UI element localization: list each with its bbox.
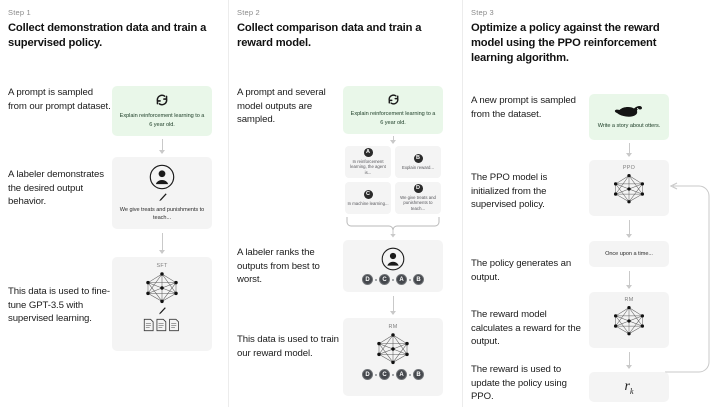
rank-badge-4: B	[413, 274, 424, 285]
output-badge-b: B	[413, 153, 423, 163]
rank-separator	[392, 278, 394, 281]
step-2-title: Collect comparison data and train a rewa…	[237, 22, 422, 49]
output-text-c: In machine learning...	[347, 200, 389, 206]
step-1-desc-2: A labeler demonstrates the desired outpu…	[8, 169, 104, 208]
step-2-ranking-row: D C A B	[362, 274, 424, 285]
rank-badge-3: A	[396, 274, 407, 285]
step-2-rm-card: RM	[343, 318, 443, 396]
person-icon	[149, 164, 175, 190]
brace-collector-icon	[344, 216, 442, 238]
step-3-desc-3: The policy generates an output.	[471, 258, 572, 283]
rank-badge-1: D	[362, 274, 373, 285]
arrow-down	[626, 220, 632, 238]
step-2-desc-2: A labeler ranks the outputs from best to…	[237, 247, 320, 286]
step-3-desc-2: The PPO model is initialized from the su…	[471, 172, 548, 211]
documents-icon	[143, 318, 181, 332]
arrow-down	[626, 143, 632, 157]
step-1-column: Step 1 Collect demonstration data and tr…	[0, 0, 228, 407]
step-3-column: Step 3 Optimize a policy against the rew…	[462, 0, 720, 407]
step-3-reward-card: rk	[589, 372, 669, 402]
step-1-desc-1: A prompt is sampled from our prompt data…	[8, 87, 111, 112]
step-3-desc-4: The reward model calculates a reward for…	[471, 309, 581, 348]
rank-separator	[409, 278, 411, 281]
rank-separator	[409, 373, 411, 376]
step-3-output-text: Once upon a time...	[605, 250, 653, 257]
step-2-prompt-card: Explain reinforcement learning to a 6 ye…	[343, 86, 443, 134]
pencil-icon	[157, 192, 168, 203]
step-3-output-card: Once upon a time...	[589, 241, 669, 267]
step-3-desc-5: The reward is used to update the policy …	[471, 364, 567, 403]
rank-separator	[375, 278, 377, 281]
step-3-desc-1: A new prompt is sampled from the dataset…	[471, 95, 576, 120]
neural-network-icon	[608, 305, 650, 337]
otter-icon	[614, 103, 644, 118]
step-2-prompt-text: Explain reinforcement learning to a 6 ye…	[350, 111, 436, 126]
step-2-outputs-grid: A In reinforcement learning, the agent i…	[345, 146, 441, 214]
step-3-title: Optimize a policy against the reward mod…	[471, 22, 660, 64]
rank-separator	[392, 373, 394, 376]
output-card-a: A In reinforcement learning, the agent i…	[345, 146, 391, 178]
step-3-rm-card: RM	[589, 292, 669, 348]
output-badge-a: A	[363, 148, 373, 157]
step-2-desc-3: This data is used to train our reward mo…	[237, 334, 339, 359]
rm-rank-badge-4: B	[413, 369, 424, 380]
rm-rank-badge-1: D	[362, 369, 373, 380]
neural-network-icon	[608, 173, 650, 205]
reward-symbol: rk	[624, 379, 633, 396]
step-3-prompt-text: Write a story about otters.	[597, 123, 661, 130]
sft-tag: SFT	[156, 263, 168, 269]
rank-badge-2: C	[379, 274, 390, 285]
step-2-column: Step 2 Collect comparison data and train…	[228, 0, 462, 407]
step-2-rm-ranking-row: D C A B	[362, 369, 424, 380]
arrow-down	[626, 352, 632, 369]
step-2-desc-1: A prompt and several model outputs are s…	[237, 87, 326, 126]
step-1-title: Collect demonstration data and train a s…	[8, 22, 207, 49]
step-1-desc-3: This data is used to fine-tune GPT-3.5 w…	[8, 286, 110, 325]
cycle-arrows-icon	[387, 93, 400, 106]
output-badge-d: D	[413, 184, 423, 193]
arrow-down	[159, 233, 165, 254]
step-1-prompt-text: Explain reinforcement learning to a 6 ye…	[119, 113, 205, 128]
step-3-label: Step 3	[471, 8, 494, 17]
arrow-down	[626, 271, 632, 289]
rm-rank-badge-3: A	[396, 369, 407, 380]
rm-tag: RM	[388, 324, 398, 330]
reward-symbol-base: r	[624, 378, 630, 394]
neural-network-icon	[371, 332, 415, 366]
step-1-labeler-text: We give treats and punishments to teach.…	[119, 206, 205, 221]
reward-symbol-subscript: k	[629, 386, 634, 396]
step-3-prompt-card: Write a story about otters.	[589, 94, 669, 140]
rm-rank-badge-2: C	[379, 369, 390, 380]
arrow-down	[159, 139, 165, 154]
step-2-ranker-card: D C A B	[343, 240, 443, 292]
step-1-sft-card: SFT	[112, 257, 212, 351]
rm-tag: RM	[624, 297, 634, 303]
step-1-labeler-card: We give treats and punishments to teach.…	[112, 157, 212, 229]
output-text-b: Explain reward...	[401, 164, 434, 170]
output-card-d: D We give treats and punishments to teac…	[395, 182, 441, 214]
cycle-arrows-icon	[155, 93, 169, 107]
step-1-prompt-card: Explain reinforcement learning to a 6 ye…	[112, 86, 212, 136]
arrow-down	[390, 136, 396, 144]
step-3-ppo-card: PPO	[589, 160, 669, 216]
output-text-d: We give treats and punishments to teach.…	[400, 194, 436, 212]
step-1-label: Step 1	[8, 8, 31, 17]
output-card-b: B Explain reward...	[395, 146, 441, 178]
neural-network-icon	[140, 271, 184, 305]
rank-separator	[375, 373, 377, 376]
arrow-down	[390, 296, 396, 315]
output-card-c: C In machine learning...	[345, 182, 391, 214]
output-text-a: In reinforcement learning, the agent is.…	[350, 158, 386, 176]
step-2-label: Step 2	[237, 8, 260, 17]
pencil-icon	[157, 306, 167, 316]
ppo-tag: PPO	[622, 165, 636, 171]
output-badge-c: C	[363, 189, 373, 199]
person-icon	[381, 247, 405, 271]
